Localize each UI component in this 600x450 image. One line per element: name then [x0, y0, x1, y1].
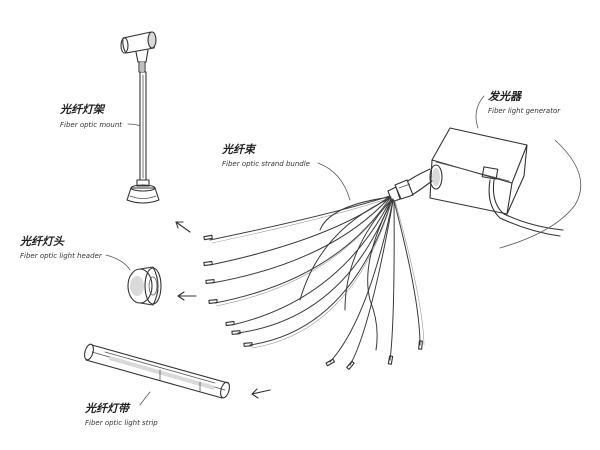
header-label-cn: 光纤灯头 [19, 235, 65, 248]
light-generator-box-icon [429, 127, 564, 237]
header-leader-line [105, 254, 131, 271]
strip-label: 光纤灯带 Fiber optic light strip [84, 402, 158, 427]
mount-label: 光纤灯架 Fiber optic mount [59, 103, 122, 129]
generator-leader-line [475, 95, 485, 129]
arrow-to-mount-icon [175, 221, 191, 233]
strip-leader-line [139, 391, 151, 406]
strip-label-en: Fiber optic light strip [85, 419, 158, 427]
strand-bundle-leader-line [317, 162, 351, 201]
generator-label-en: Fiber light generator [488, 107, 561, 115]
header-label-en: Fiber optic light header [20, 252, 103, 260]
arrow-to-strip-icon [251, 388, 271, 399]
generator-label-cn: 发光器 [488, 90, 523, 103]
header-label: 光纤灯头 Fiber optic light header [19, 235, 103, 260]
strand-bundle-label-en: Fiber optic strand bundle [222, 160, 310, 168]
generator-label: 发光器 Fiber light generator [488, 90, 561, 115]
mount-label-cn: 光纤灯架 [59, 103, 106, 116]
light-header-icon [127, 266, 162, 306]
strand-bundle-label: 光纤束 Fiber optic strand bundle [221, 143, 310, 168]
surface-edge [499, 139, 582, 249]
mount-label-en: Fiber optic mount [60, 121, 122, 129]
arrow-to-header-icon [177, 291, 197, 301]
strip-label-cn: 光纤灯带 [84, 402, 131, 415]
mount-leader-line [127, 123, 141, 127]
fiber-mount-lamp-icon [120, 31, 160, 204]
light-strip-tube-icon [84, 343, 230, 399]
strand-bundle-label-cn: 光纤束 [221, 143, 257, 156]
strand-bundle-icon [203, 168, 433, 370]
